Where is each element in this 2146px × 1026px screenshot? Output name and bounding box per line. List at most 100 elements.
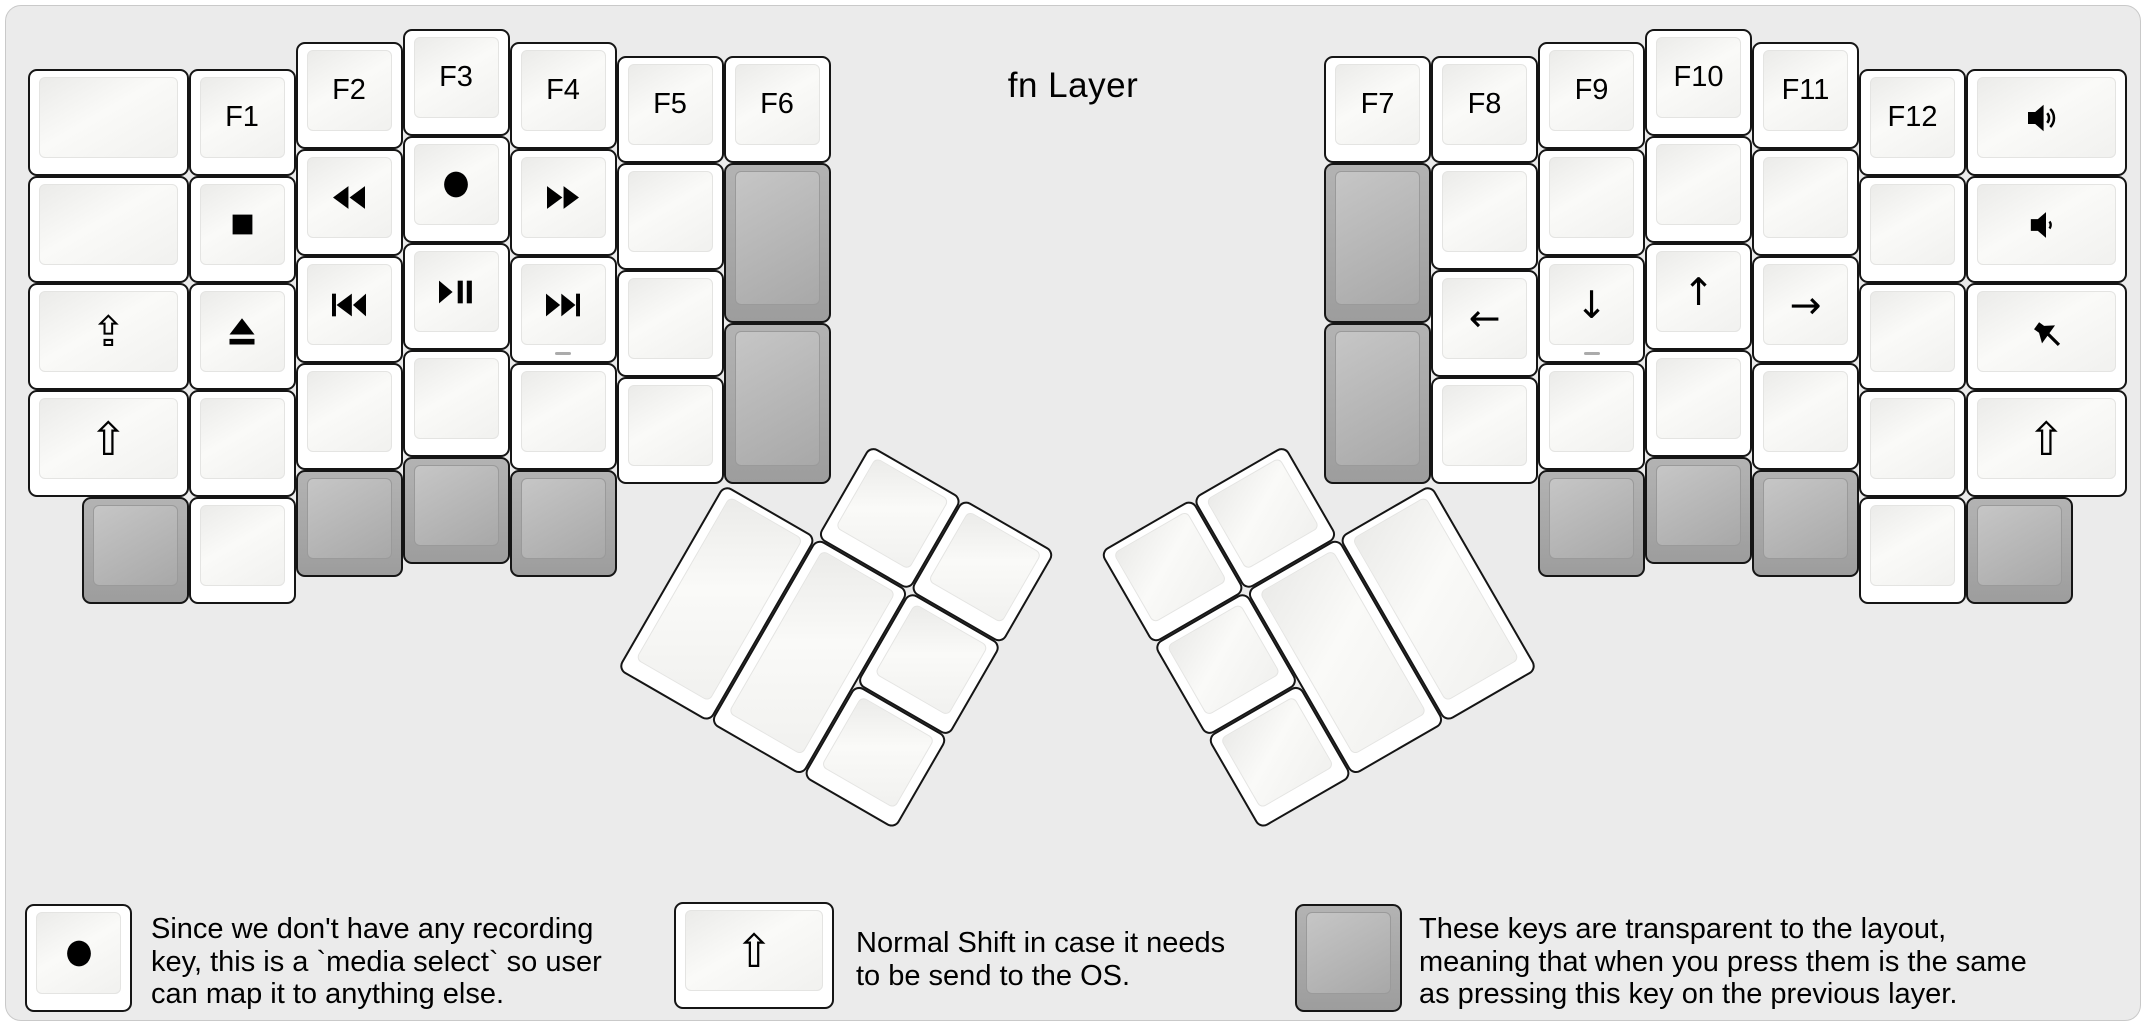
keycap-surface: F2 xyxy=(306,50,392,132)
legend-text-3: These keys are transparent to the layout… xyxy=(1419,913,2027,1010)
key-blank xyxy=(1859,283,1966,391)
key-blank xyxy=(28,176,189,284)
key-transparent xyxy=(1324,162,1431,324)
keycap-surface xyxy=(39,184,178,266)
play-pause-icon xyxy=(439,279,473,305)
volume-down-icon xyxy=(2030,211,2062,239)
keycap-label: F9 xyxy=(1574,74,1609,107)
keycap-surface xyxy=(39,77,178,159)
key-transparent xyxy=(81,497,189,605)
keycap-surface xyxy=(1549,371,1634,453)
shift-icon: ⇧ xyxy=(88,411,128,466)
keycap-surface xyxy=(1549,157,1634,239)
arrow-right-icon: → xyxy=(1789,282,1822,327)
key-blank xyxy=(1752,363,1859,471)
key-shift: ⇧ xyxy=(28,390,189,498)
keycap-surface: F8 xyxy=(1442,63,1527,145)
keycap-surface xyxy=(1870,398,1955,480)
fast-forward-icon xyxy=(547,185,579,210)
legend-text-2: Normal Shift in case it needs to be send… xyxy=(856,927,1226,992)
key-caps-lock: ⇪ xyxy=(28,283,189,391)
caps-lock-icon: ⇪ xyxy=(90,306,126,356)
keycap-surface xyxy=(306,264,392,346)
rewind-icon xyxy=(333,185,365,210)
keycap-surface: F10 xyxy=(1656,37,1741,118)
key-f9: F9 xyxy=(1538,42,1645,150)
key-blank xyxy=(1538,363,1645,471)
key-blank xyxy=(616,269,724,377)
keycap-surface: F11 xyxy=(1763,50,1848,132)
keycap-surface xyxy=(1870,291,1955,373)
keycap-surface xyxy=(927,510,1042,624)
key-f12: F12 xyxy=(1859,69,1966,177)
key-arrow-left: ← xyxy=(1431,269,1538,377)
keycap-surface xyxy=(627,170,713,252)
keycap-label: F5 xyxy=(653,87,687,120)
key-transparent xyxy=(1324,323,1431,484)
keycap-surface xyxy=(1870,505,1955,587)
key-fast-forward xyxy=(509,149,617,257)
key-f3: F3 xyxy=(402,29,510,136)
keycap-surface xyxy=(199,184,285,266)
key-blank xyxy=(1538,149,1645,257)
eject-icon xyxy=(227,317,257,346)
keycap-label: F12 xyxy=(1887,101,1938,134)
keycap-label: F2 xyxy=(332,74,366,107)
keycap-surface xyxy=(1656,144,1741,225)
key-blank xyxy=(188,497,296,605)
key-blank xyxy=(616,376,724,484)
key-rewind xyxy=(295,149,403,257)
keycap-surface xyxy=(1977,505,2062,587)
key-f4: F4 xyxy=(509,42,617,150)
key-blank xyxy=(616,162,724,270)
key-arrow-down: ↓ xyxy=(1538,256,1645,364)
keycap-surface xyxy=(734,331,820,466)
keycap-surface xyxy=(1763,371,1848,453)
key-shift: ⇧ xyxy=(1966,390,2127,498)
record-icon xyxy=(64,938,94,969)
keycap-label: F7 xyxy=(1360,87,1395,120)
keycap-surface xyxy=(199,398,285,480)
keycap-surface xyxy=(413,251,499,332)
keycap-surface: ⇧ xyxy=(1977,398,2116,480)
key-f10: F10 xyxy=(1645,29,1752,136)
keycap-surface xyxy=(520,371,606,453)
keycap-surface xyxy=(627,384,713,466)
key-volume-up xyxy=(1966,69,2127,177)
arrow-up-icon: ↑ xyxy=(1682,269,1715,314)
key-record xyxy=(402,136,510,243)
homing-bar xyxy=(555,352,571,356)
key-blank xyxy=(1859,390,1966,498)
record-icon xyxy=(441,169,471,200)
key-transparent xyxy=(509,470,617,578)
prev-track-icon xyxy=(332,292,366,318)
keycap-surface xyxy=(627,277,713,359)
keycap-surface xyxy=(92,505,178,587)
key-blank xyxy=(1645,136,1752,243)
key-next-track xyxy=(509,256,617,364)
keycap-surface: F1 xyxy=(199,77,285,159)
key-transparent xyxy=(295,470,403,578)
arrow-down-icon: ↓ xyxy=(1575,282,1608,327)
homing-bar xyxy=(1583,352,1600,356)
key-mute xyxy=(1966,283,2127,391)
key-blank xyxy=(402,350,510,457)
keycap-surface xyxy=(413,144,499,225)
keycap-surface: F6 xyxy=(734,63,820,145)
key-blank xyxy=(188,390,296,498)
key-arrow-right: → xyxy=(1752,256,1859,364)
keycap-surface: ← xyxy=(1442,277,1527,359)
keycap-surface xyxy=(413,465,499,546)
keycap-label: F1 xyxy=(225,101,259,134)
keycap-surface xyxy=(1977,77,2116,159)
keycap-surface: → xyxy=(1763,264,1848,346)
keycap-label: F8 xyxy=(1467,87,1502,120)
keycap-surface xyxy=(199,505,285,587)
arrow-left-icon: ← xyxy=(1468,296,1501,341)
keycap-surface xyxy=(1656,465,1741,546)
keycap-label: F3 xyxy=(439,61,473,93)
key-blank xyxy=(28,69,189,177)
key-transparent xyxy=(1966,497,2073,605)
